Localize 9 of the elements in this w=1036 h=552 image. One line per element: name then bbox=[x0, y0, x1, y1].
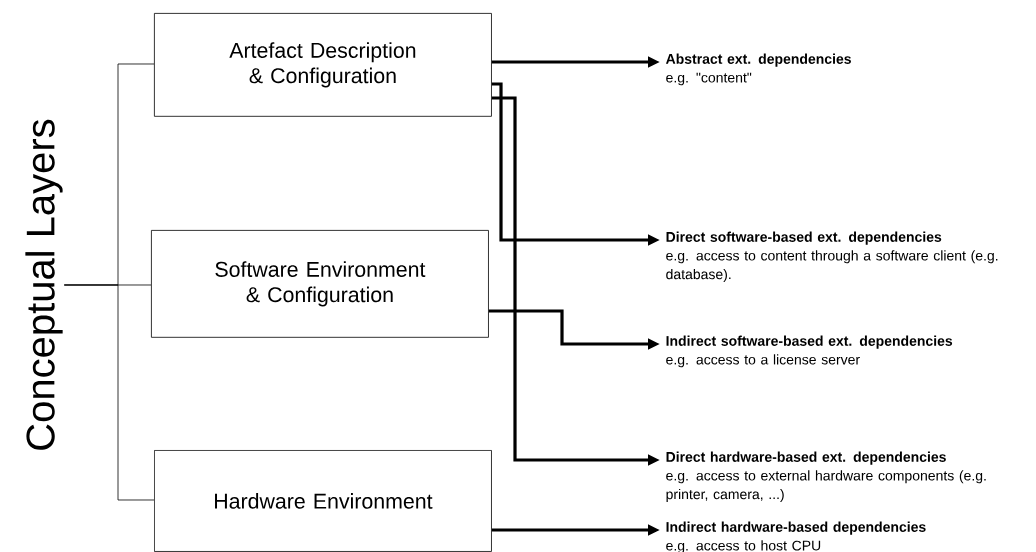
axis-title: Conceptual Layers bbox=[25, 119, 63, 450]
layer-box: Artefact Description & Configuration bbox=[154, 13, 492, 117]
layer-box: Software Environment & Configuration bbox=[151, 230, 489, 338]
dependency-text: Direct software-based ext. dependencies e.g. access to content through a software client (e.g. database). bbox=[666, 231, 998, 282]
layer-box: Hardware Environment bbox=[154, 450, 492, 552]
dependency-text: Indirect software-based ext. dependencies e.g. access to a license server bbox=[666, 335, 953, 368]
bracket-line bbox=[63, 284, 155, 501]
dependency-text: Direct hardware-based ext. dependencies e.g. access to external hardware components (e.g. printer, camera, ...) bbox=[666, 451, 986, 502]
dependency-text: Abstract ext. dependencies e.g. "content" bbox=[665, 53, 851, 86]
